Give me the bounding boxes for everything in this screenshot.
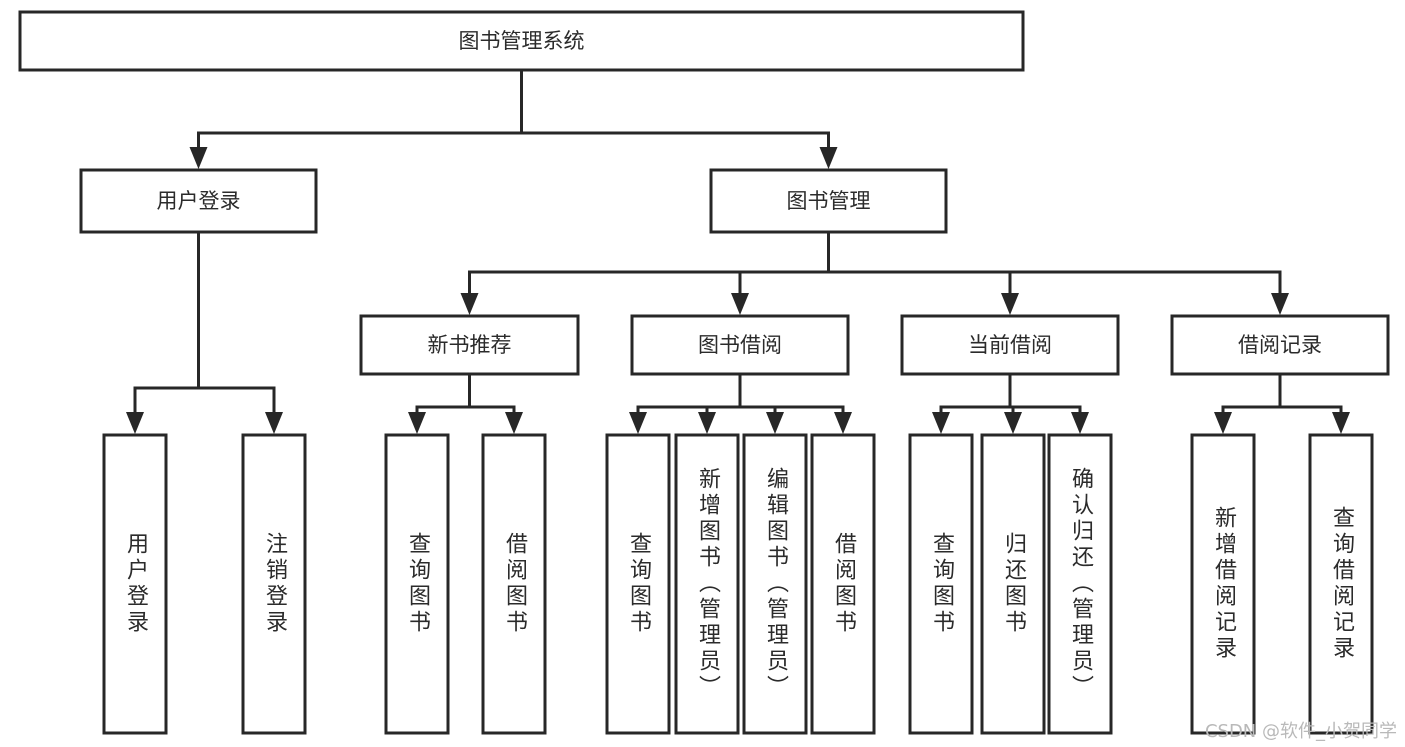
arrow-head-icon	[932, 412, 950, 434]
arrow-head-icon	[1004, 412, 1022, 434]
arrow-head-icon	[505, 412, 523, 434]
node-label-new-book-recommend: 新书推荐	[428, 333, 512, 357]
node-leaf-query-book-recommend[interactable]	[384, 433, 450, 735]
node-label-user-login: 用户登录	[157, 189, 241, 213]
node-book-borrow[interactable]	[630, 314, 850, 376]
arrow-head-icon	[1271, 293, 1289, 315]
node-leaf-borrow-book[interactable]	[810, 433, 876, 735]
connector-lines	[126, 68, 1350, 434]
arrow-head-icon	[460, 293, 479, 315]
node-leaf-query-borrow-record[interactable]	[1308, 433, 1374, 735]
node-label-book-management: 图书管理	[787, 189, 871, 213]
node-leaf-return-book[interactable]	[980, 433, 1046, 735]
node-leaf-query-book-current[interactable]	[908, 433, 974, 735]
arrow-head-icon	[189, 147, 208, 169]
arrow-head-icon	[126, 412, 144, 434]
node-leaf-user-logout[interactable]	[241, 433, 307, 735]
node-leaf-confirm-return[interactable]	[1047, 433, 1113, 735]
node-user-login[interactable]	[79, 168, 318, 234]
arrow-head-icon	[1071, 412, 1089, 434]
node-current-borrow[interactable]	[900, 314, 1120, 376]
node-label-book-borrow: 图书借阅	[698, 333, 782, 357]
node-label-current-borrow: 当前借阅	[968, 333, 1052, 357]
arrow-head-icon	[698, 412, 716, 434]
node-new-book-recommend[interactable]	[359, 314, 580, 376]
node-leaf-user-login[interactable]	[102, 433, 168, 735]
arrow-head-icon	[766, 412, 784, 434]
node-borrow-record[interactable]	[1170, 314, 1390, 376]
node-root[interactable]	[18, 10, 1025, 72]
node-leaf-add-borrow-record[interactable]	[1190, 433, 1256, 735]
arrow-head-icon	[629, 412, 647, 434]
node-leaf-edit-book[interactable]	[742, 433, 808, 735]
arrow-head-icon	[265, 412, 283, 434]
arrow-head-icon	[731, 293, 749, 315]
arrow-head-icon	[1001, 293, 1019, 315]
node-label-borrow-record: 借阅记录	[1238, 333, 1322, 357]
watermark-text: CSDN @软件_小贺同学	[1204, 721, 1397, 742]
node-book-management[interactable]	[709, 168, 948, 234]
arrow-head-icon	[834, 412, 852, 434]
node-leaf-add-book[interactable]	[674, 433, 740, 735]
arrow-head-icon	[408, 412, 426, 434]
arrow-head-icon	[1214, 412, 1232, 434]
arrow-head-icon	[819, 147, 838, 169]
node-leaf-borrow-book-recommend[interactable]	[481, 433, 547, 735]
node-label-root: 图书管理系统	[459, 29, 585, 53]
arrow-head-icon	[1332, 412, 1350, 434]
node-leaf-query-book-borrow[interactable]	[605, 433, 671, 735]
node-boxes	[18, 10, 1390, 735]
